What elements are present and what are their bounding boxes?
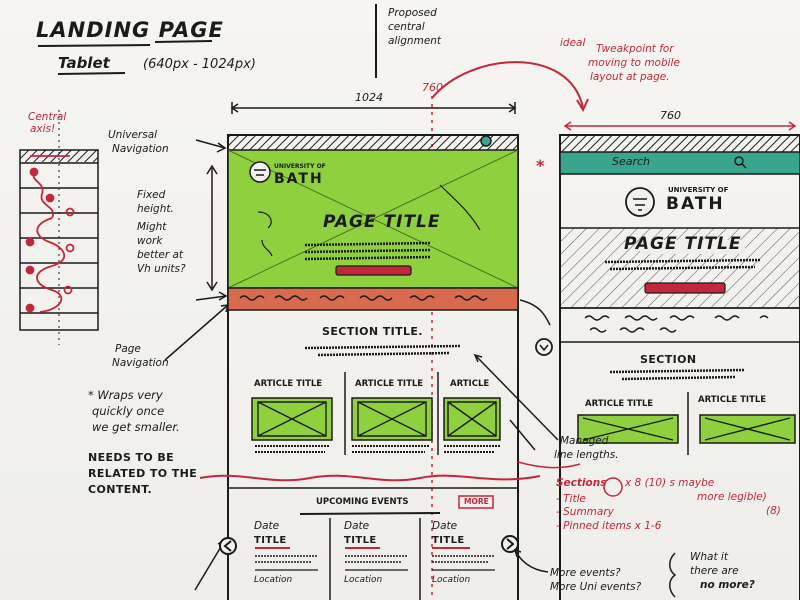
- needs-note-3: CONTENT.: [88, 483, 153, 496]
- mobile-carousel-toggle: [535, 338, 553, 356]
- dimension-760-right-label: 760: [660, 109, 681, 122]
- needs-note-1: NEEDS TO BE: [88, 451, 175, 464]
- central-axis-note-1: Central: [28, 111, 67, 123]
- tablet-more-button[interactable]: MORE: [464, 497, 489, 506]
- mini-wireframe-flow: [25, 155, 75, 313]
- managed-note-1: Managed: [560, 435, 609, 447]
- right-annotation-arrows: [473, 299, 677, 598]
- tablet-article-title-1: ARTICLE TITLE: [254, 379, 323, 389]
- page-nav-note-2: Navigation: [112, 357, 169, 369]
- mobile-logo: BATH: [666, 194, 725, 214]
- wraps-note-3: we get smaller.: [92, 420, 180, 434]
- mobile-logo-small: UNIVERSITY OF: [668, 186, 729, 194]
- breakpoint-arrow: [431, 61, 584, 109]
- sections-note: Sections: [556, 477, 607, 489]
- sections-num-note: (8): [766, 505, 781, 517]
- top-note-line1: Proposed: [388, 7, 437, 19]
- tablet-logo-small: UNIVERSITY OF: [274, 163, 326, 170]
- tweakpoint-note-4: layout at page.: [590, 71, 670, 83]
- event-1-date: Date: [254, 520, 280, 532]
- mobile-search-bar: [559, 151, 800, 175]
- dimension-1024-line: [230, 102, 517, 114]
- event-2-date: Date: [344, 520, 370, 532]
- event-2-location: Location: [344, 575, 383, 585]
- sections-count-note: x 8 (10) s maybe: [625, 477, 715, 489]
- mobile-wireframe: [535, 134, 800, 600]
- sections-list-summary: - Summary: [556, 506, 614, 518]
- tablet-article-title-3: ARTICLE: [450, 379, 490, 389]
- managed-note-2: line lengths.: [554, 449, 619, 461]
- tablet-page-nav: [227, 287, 519, 311]
- page-nav-note-1: Page: [115, 343, 141, 355]
- tweakpoint-note-3: moving to mobile: [588, 57, 680, 69]
- dimension-760-top-label: 760: [422, 81, 443, 94]
- fixed-height-note-2: height.: [137, 203, 174, 215]
- mobile-dimension: [563, 121, 797, 131]
- sections-list-title: - Title: [556, 493, 586, 505]
- fixed-height-note-3: Might: [137, 221, 167, 233]
- tablet-wavy-divider: [199, 474, 541, 482]
- what-if-note-1: What it: [690, 551, 728, 563]
- tablet-carousel-prev: [219, 537, 237, 555]
- fixed-height-note-4: work: [137, 235, 163, 247]
- heading-underlines: [37, 40, 213, 75]
- event-1-title: TITLE: [254, 535, 287, 546]
- mobile-page-title: PAGE TITLE: [624, 234, 742, 254]
- left-annotation-arrows: [164, 139, 230, 591]
- event-2-title: TITLE: [344, 535, 377, 546]
- more-events-note-1: More events?: [550, 567, 621, 579]
- tweakpoint-note-1: ideal: [560, 37, 586, 49]
- event-3-title: TITLE: [432, 535, 465, 546]
- tablet-events-title: UPCOMING EVENTS: [316, 497, 409, 507]
- mobile-article-title-2: ARTICLE TITLE: [698, 395, 767, 405]
- top-note-line3: alignment: [388, 35, 442, 47]
- central-axis-note-2: axis!: [30, 123, 56, 135]
- needs-note-2: RELATED TO THE: [88, 467, 198, 480]
- more-legible-note: more legible): [697, 491, 767, 503]
- wraps-note-1: * Wraps very: [88, 388, 163, 402]
- mobile-article-title-1: ARTICLE TITLE: [585, 399, 654, 409]
- what-if-note-3: no more?: [700, 579, 755, 591]
- mobile-search-label[interactable]: Search: [612, 155, 651, 168]
- universal-nav-note-1: Universal: [108, 129, 158, 141]
- universal-nav-note-2: Navigation: [112, 143, 169, 155]
- fixed-height-note-5: better at: [137, 249, 184, 261]
- top-note-line2: central: [388, 21, 425, 33]
- event-3-location: Location: [432, 575, 471, 585]
- tablet-logo: BATH: [274, 171, 324, 187]
- event-3-date: Date: [432, 520, 458, 532]
- more-events-note-2: More Uni events?: [550, 581, 642, 593]
- tweakpoint-note-2: Tweakpoint for: [596, 43, 674, 55]
- tablet-article-title-2: ARTICLE TITLE: [355, 379, 424, 389]
- tablet-article-images: [251, 397, 501, 441]
- fixed-height-note-1: Fixed: [137, 189, 166, 201]
- fixed-height-note-6: Vh units?: [137, 263, 186, 275]
- tablet-carousel-next: [501, 535, 519, 553]
- tablet-page-title: PAGE TITLE: [323, 212, 441, 232]
- tablet-wireframe: [199, 134, 541, 600]
- mobile-star-note: *: [536, 156, 545, 175]
- page-breakpoint-range: (640px - 1024px): [143, 57, 256, 72]
- tablet-section-title: SECTION TITLE.: [322, 325, 423, 338]
- event-1-location: Location: [254, 575, 293, 585]
- mobile-section-title: SECTION: [640, 353, 697, 366]
- sections-list-pinned: - Pinned items x 1-6: [556, 520, 662, 532]
- what-if-note-2: there are: [690, 565, 739, 577]
- dimension-1024-label: 1024: [355, 91, 383, 104]
- page-heading: LANDING PAGE: [36, 18, 224, 42]
- page-subheading: Tablet: [58, 54, 110, 72]
- wraps-note-2: quickly once: [92, 404, 165, 418]
